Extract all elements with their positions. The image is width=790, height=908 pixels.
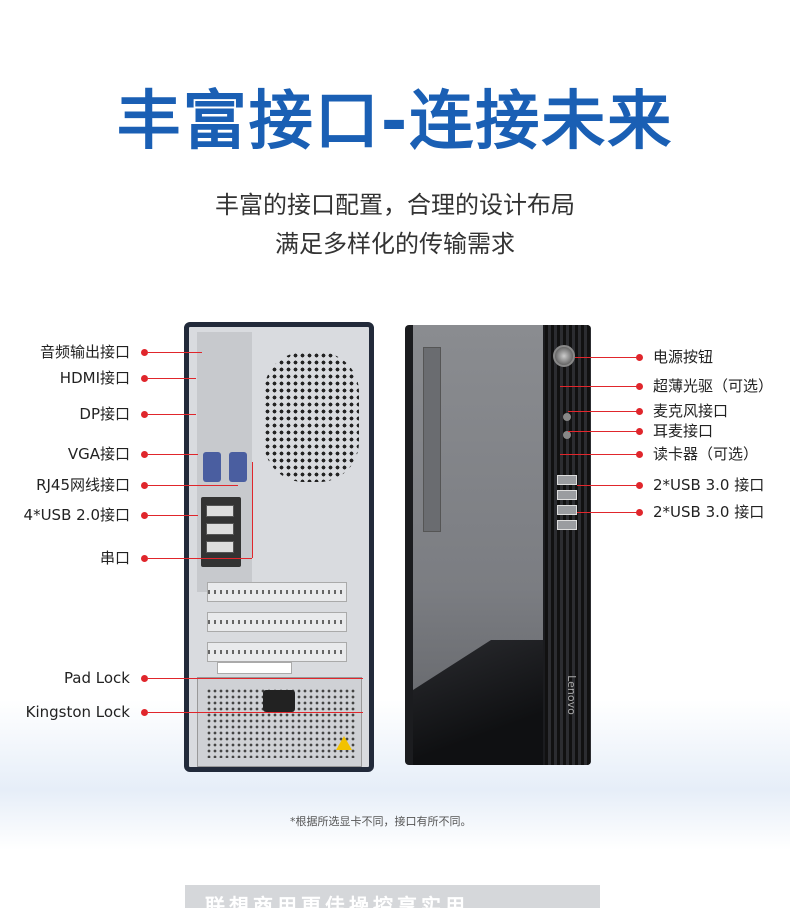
callout-dot (141, 349, 148, 356)
label-dp: DP接口 (79, 405, 130, 423)
expansion-slot (207, 582, 347, 602)
usb3-port (557, 490, 577, 500)
callout-dot (636, 509, 643, 516)
callout-dot (141, 482, 148, 489)
mic-jack (563, 413, 571, 421)
pc-front-view: Lenovo (405, 325, 591, 765)
label-serial: 串口 (99, 549, 130, 567)
page-title: 丰富接口-连接未来 (116, 85, 674, 159)
label-hdmi: HDMI接口 (59, 369, 130, 387)
callout-line (568, 431, 637, 432)
next-section-banner (185, 885, 600, 908)
callout-dot (141, 375, 148, 382)
footnote: *根据所选显卡不同，接口有所不同。 (290, 815, 472, 828)
usb3-port (557, 475, 577, 485)
callout-dot (636, 354, 643, 361)
label-rj45: RJ45网线接口 (36, 476, 130, 494)
usb3-port (557, 520, 577, 530)
usb-port (206, 505, 234, 517)
callout-line (577, 512, 637, 513)
headset-jack (563, 431, 571, 439)
label-power-button: 电源按钮 (653, 348, 714, 366)
label-optical-drive: 超薄光驱（可选） (653, 377, 774, 395)
callout-line (148, 678, 363, 679)
warning-icon (336, 736, 352, 750)
serial-port (229, 452, 247, 482)
label-usb2: 4*USB 2.0接口 (23, 506, 130, 524)
label-audio-out: 音频输出接口 (39, 343, 130, 361)
vga-port (203, 452, 221, 482)
callout-line (148, 378, 196, 379)
fan-vent (264, 352, 359, 482)
expansion-slot (207, 612, 347, 632)
subtitle-line-1: 丰富的接口配置，合理的设计布局 (215, 191, 575, 219)
callout-dot (141, 512, 148, 519)
label-headset: 耳麦接口 (653, 422, 714, 440)
spec-sticker (217, 662, 292, 674)
next-section-title: 联想商用更佳操控享实用 (205, 894, 469, 908)
usb3-port (557, 505, 577, 515)
callout-line (148, 414, 196, 415)
usb-port (206, 541, 234, 553)
callout-dot (636, 451, 643, 458)
power-socket (263, 690, 295, 712)
callout-line (252, 462, 253, 558)
optical-drive-bay (423, 347, 441, 532)
callout-dot (141, 675, 148, 682)
callout-dot (636, 408, 643, 415)
callout-line (560, 454, 637, 455)
callout-line (560, 386, 637, 387)
background-fade (0, 700, 790, 850)
label-kingston-lock: Kingston Lock (25, 703, 130, 721)
callout-line (148, 515, 198, 516)
label-card-reader: 读卡器（可选） (653, 445, 759, 463)
callout-line (148, 485, 238, 486)
callout-dot (636, 383, 643, 390)
callout-line (148, 454, 198, 455)
label-vga: VGA接口 (67, 445, 130, 463)
callout-dot (141, 411, 148, 418)
label-mic: 麦克风接口 (653, 402, 729, 420)
label-pad-lock: Pad Lock (63, 669, 130, 687)
callout-dot (141, 709, 148, 716)
callout-dot (141, 451, 148, 458)
pc-rear-view (184, 322, 374, 772)
expansion-slots (207, 582, 347, 672)
subtitle-line-2: 满足多样化的传输需求 (275, 230, 515, 258)
callout-line (148, 558, 252, 559)
power-button-icon (553, 345, 575, 367)
callout-dot (141, 555, 148, 562)
label-usb3-lower: 2*USB 3.0 接口 (653, 503, 765, 521)
callout-line (148, 712, 363, 713)
power-supply (197, 677, 362, 767)
front-stripes (545, 325, 591, 765)
usb-port (206, 523, 234, 535)
callout-dot (636, 428, 643, 435)
callout-line (568, 411, 637, 412)
label-usb3-upper: 2*USB 3.0 接口 (653, 476, 765, 494)
callout-line (148, 352, 202, 353)
callout-line (575, 357, 637, 358)
brand-logo: Lenovo (565, 675, 578, 715)
callout-line (577, 485, 637, 486)
expansion-slot (207, 642, 347, 662)
callout-dot (636, 482, 643, 489)
